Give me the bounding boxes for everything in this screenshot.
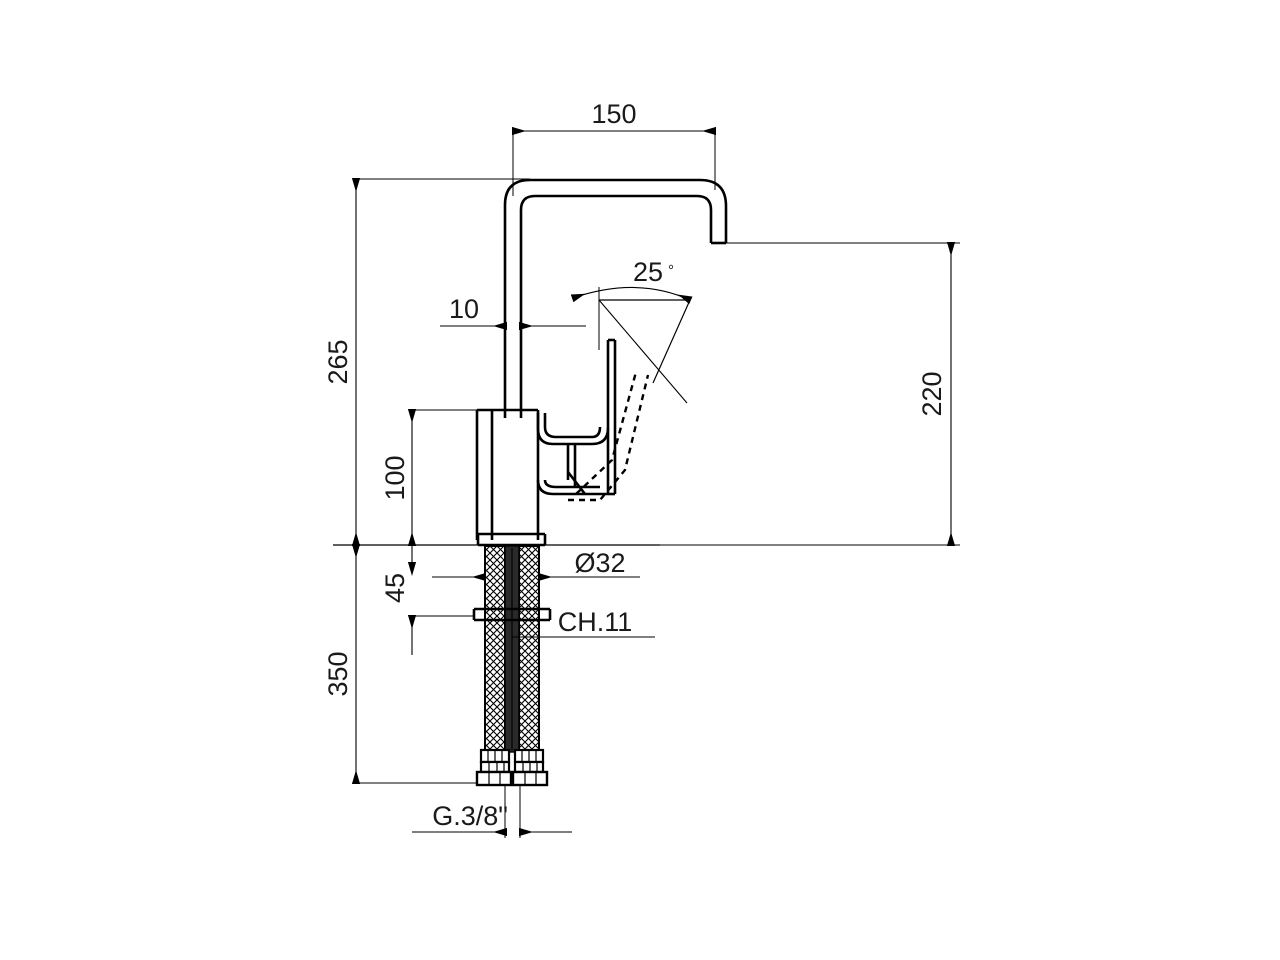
dimension-label-10: 10: [449, 294, 479, 324]
spout-outline: [503, 178, 728, 418]
dimension-label-45: 45: [380, 573, 410, 603]
dimension-label-100: 100: [380, 455, 410, 500]
hose-ferrules: [475, 748, 549, 787]
braided-hoses: [484, 545, 540, 753]
dimension-label-220: 220: [917, 371, 947, 416]
dimension-label-diameter-32: Ø32: [574, 548, 625, 578]
lever-open-position-dashed: [568, 371, 650, 502]
dimension-label-g38: G.3/8": [432, 801, 508, 831]
dimension-spout-reach: 150: [512, 99, 716, 196]
faucet-geometry: [333, 178, 728, 838]
dimension-hose-thread: G.3/8": [412, 801, 572, 837]
lock-nut: [472, 607, 552, 622]
dimension-label-350: 350: [323, 651, 353, 696]
dimension-label-150: 150: [591, 99, 636, 129]
dimension-lever-angle: 25 °: [570, 257, 693, 404]
dimension-wrench-size: CH.11: [512, 607, 655, 638]
dimension-total-height: 265: [323, 178, 530, 546]
dimension-label-25: 25: [633, 257, 663, 287]
degree-symbol: °: [668, 262, 674, 279]
dimension-spout-height: 220: [660, 242, 960, 546]
dimension-riser-width: 10: [440, 294, 586, 331]
dimension-base-diameter: Ø32: [432, 548, 640, 582]
dimension-label-ch11: CH.11: [558, 607, 633, 637]
lever-handle: [536, 338, 617, 496]
dimension-label-265: 265: [323, 339, 353, 384]
dimension-body-height: 100: [380, 409, 477, 546]
mixer-body-outline: [475, 408, 540, 540]
dimension-hose-length: 350: [323, 544, 478, 784]
deck-flange: [476, 532, 547, 547]
dimension-shank-length: 45: [380, 545, 474, 655]
